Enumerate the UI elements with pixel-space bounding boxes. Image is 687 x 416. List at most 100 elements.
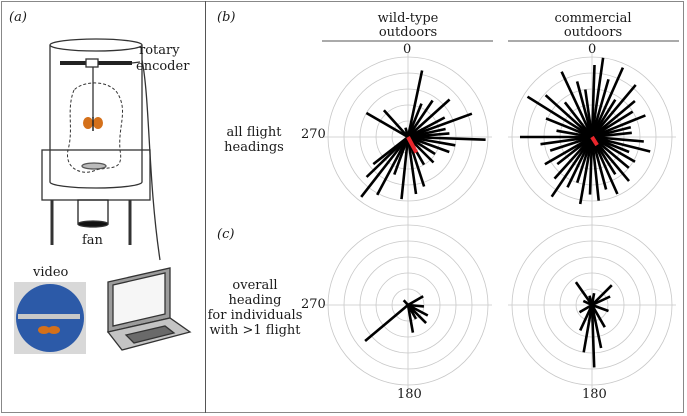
panel-label-b: (b)	[217, 10, 236, 25]
butterfly-icon	[83, 117, 103, 131]
heading-ray	[406, 99, 434, 138]
heading-ray	[591, 303, 609, 313]
laptop-icon	[106, 267, 192, 351]
heading-ray	[574, 281, 594, 306]
fan-blades	[77, 220, 109, 228]
axis-label-180-wild-type: 180	[397, 387, 422, 402]
heading-ray	[406, 304, 415, 333]
heading-ray	[591, 100, 636, 138]
heading-ray	[407, 295, 424, 307]
cylinder-top	[49, 38, 143, 52]
axis-label-270-b: 270	[301, 127, 326, 142]
heading-ray	[360, 136, 410, 198]
heading-ray	[588, 295, 594, 306]
heading-ray	[591, 136, 630, 169]
mean-vector	[590, 135, 599, 147]
heading-ray	[407, 135, 486, 141]
polar-plot-b-wild-type	[324, 53, 492, 221]
row-label-b-line1: all flight	[226, 125, 282, 140]
heading-ray	[590, 78, 610, 138]
heading-ray	[407, 98, 451, 138]
mesh-screen	[81, 162, 107, 170]
heading-ray	[406, 136, 418, 195]
heading-ray	[582, 304, 594, 353]
heading-ray	[591, 284, 613, 306]
encoder-label-line1: rotary	[139, 43, 180, 58]
mean-vector	[406, 136, 419, 154]
heading-ray	[364, 304, 409, 342]
heading-ray	[579, 304, 594, 331]
heading-ray	[590, 136, 600, 201]
heading-ray	[591, 135, 636, 163]
heading-ray	[550, 136, 594, 198]
polar-plot-c-commercial	[508, 221, 676, 389]
heading-ray	[590, 304, 596, 368]
heading-ray	[591, 114, 646, 139]
row-label-c-line4: with >1 flight	[209, 323, 301, 338]
heading-ray	[407, 135, 456, 147]
heading-ray	[407, 135, 450, 154]
cylinder-bottom	[49, 181, 143, 189]
row-label-c-line2: heading	[228, 293, 282, 308]
encoder-leader	[131, 61, 141, 64]
heading-ray	[591, 135, 651, 153]
axis-label-270-c: 270	[301, 297, 326, 312]
heading-ray	[544, 94, 593, 138]
heading-ray	[590, 136, 619, 195]
heading-ray	[545, 117, 593, 139]
heading-ray	[402, 299, 409, 306]
heading-ray	[566, 136, 594, 188]
flight-arena-outline	[67, 82, 123, 173]
heading-ray	[578, 136, 594, 205]
heading-ray	[590, 136, 608, 190]
heading-ray	[590, 57, 605, 138]
heading-ray	[560, 71, 594, 138]
column-title-wild-type-line2: outdoors	[378, 25, 438, 40]
heading-ray	[591, 135, 644, 143]
axis-label-0-wild-type: 0	[403, 42, 412, 57]
heading-ray	[591, 295, 611, 307]
heading-ray	[382, 109, 409, 138]
heading-ray	[588, 136, 594, 195]
video-thumbnail	[14, 282, 86, 354]
panel-divider	[205, 1, 206, 413]
heading-ray	[563, 101, 594, 138]
heading-ray	[584, 89, 594, 138]
axis-label-0-commercial: 0	[588, 42, 597, 57]
encoder-housing	[85, 58, 99, 68]
heading-ray	[591, 110, 634, 139]
heading-ray	[553, 136, 593, 180]
stand-platform	[41, 149, 151, 201]
axis-label-180-commercial: 180	[582, 387, 607, 402]
panel-label-c: (c)	[217, 227, 235, 242]
heading-ray	[544, 135, 593, 166]
heading-ray	[526, 95, 593, 139]
heading-ray	[590, 67, 625, 138]
video-label: video	[33, 265, 69, 280]
heading-ray	[406, 70, 424, 138]
row-label-c-line3: for individuals	[207, 308, 303, 323]
heading-ray	[578, 303, 593, 314]
row-label-c-line1: overall	[232, 278, 278, 293]
heading-ray	[404, 127, 410, 138]
heading-ray	[590, 304, 606, 328]
encoder-label-line2: encoder	[136, 59, 190, 74]
heading-ray	[400, 136, 410, 200]
fan-label: fan	[82, 233, 103, 248]
panel-label-a: (a)	[9, 10, 27, 25]
heading-ray	[376, 136, 410, 196]
polar-plot-b-commercial	[508, 53, 676, 221]
flight-simulator-diagram	[41, 38, 161, 261]
column-title-wild-type-line1: wild-type	[377, 11, 439, 26]
heading-ray	[591, 84, 637, 138]
column-title-commercial-line1: commercial	[554, 11, 632, 26]
row-label-b-line2: headings	[224, 140, 284, 155]
column-title-commercial-line2: outdoors	[563, 25, 623, 40]
polar-plot-c-wild-type	[324, 221, 492, 389]
heading-ray	[365, 111, 409, 139]
cable-to-laptop	[141, 59, 161, 261]
heading-ray	[372, 135, 409, 166]
heading-ray	[407, 112, 473, 139]
